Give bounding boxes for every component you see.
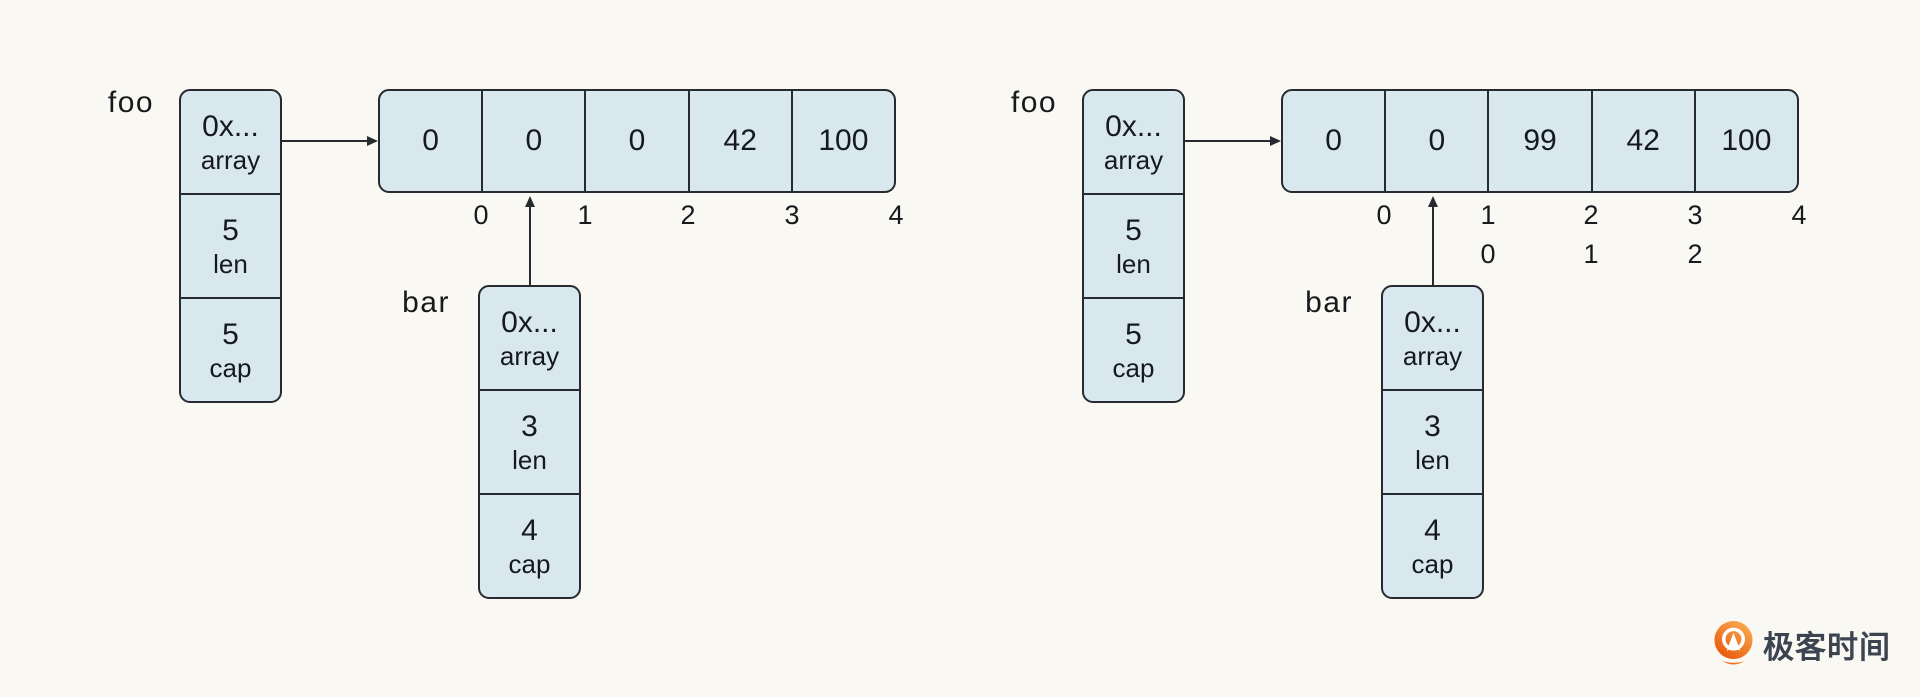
- array-index-label: 1: [1480, 200, 1496, 230]
- array-index-label: 3: [1687, 200, 1703, 230]
- foo-field-cap: 5 cap: [1084, 297, 1183, 401]
- array-index-label: 0: [473, 200, 489, 230]
- geektime-logo-icon: [1714, 621, 1753, 665]
- slice-index-label: 1: [1583, 239, 1599, 269]
- bar-slice-header: 0x... array 3 len 4 cap: [478, 285, 581, 599]
- array-index-label: 4: [888, 200, 904, 230]
- foo-array-pointer-label: array: [200, 144, 261, 175]
- slice-index-label: 0: [1480, 239, 1496, 269]
- bar-field-cap: 4 cap: [1383, 493, 1482, 597]
- foo-variable-label: foo: [107, 86, 155, 119]
- geektime-logo: 极客时间: [1713, 620, 1891, 668]
- backing-array: 0 0 0 42 100: [378, 89, 896, 193]
- bar-field-cap: 4 cap: [480, 493, 579, 597]
- foo-cap-value: 5: [1125, 317, 1142, 351]
- array-cell-3: 42: [687, 91, 791, 191]
- foo-field-cap: 5 cap: [181, 297, 280, 401]
- arrow-line: [1184, 140, 1272, 142]
- arrow-line: [529, 205, 531, 285]
- bar-len-label: len: [1415, 444, 1450, 475]
- foo-slice-header: 0x... array 5 len 5 cap: [1082, 89, 1185, 403]
- foo-cap-value: 5: [222, 317, 239, 351]
- foo-field-array: 0x... array: [1084, 91, 1183, 193]
- bar-array-pointer-label: array: [499, 340, 560, 371]
- geektime-logo-text: 极客时间: [1763, 629, 1891, 665]
- foo-field-len: 5 len: [181, 193, 280, 297]
- array-cell-1: 0: [1384, 91, 1487, 191]
- foo-cap-label: cap: [209, 352, 252, 383]
- foo-len-value: 5: [1125, 213, 1142, 247]
- array-cell-2: 0: [584, 91, 687, 191]
- bar-variable-label: bar: [402, 286, 450, 319]
- array-cell-4: 100: [790, 91, 894, 191]
- arrow-line: [281, 140, 369, 142]
- array-index-label: 2: [680, 200, 696, 230]
- bar-len-value: 3: [521, 409, 538, 443]
- foo-field-len: 5 len: [1084, 193, 1183, 297]
- bar-field-len: 3 len: [1383, 389, 1482, 493]
- bar-len-value: 3: [1424, 409, 1441, 443]
- array-cell-0: 0: [422, 124, 439, 157]
- diagram-after: foo 0x... array 5 len 5 cap 0 0 99 42: [903, 0, 1813, 697]
- array-cell-0: 0: [1325, 124, 1342, 157]
- bar-array-pointer-value: 0x...: [1404, 305, 1461, 339]
- bar-cap-label: cap: [1411, 548, 1454, 579]
- foo-len-label: len: [1116, 248, 1151, 279]
- bar-cap-value: 4: [521, 513, 538, 547]
- bar-cap-value: 4: [1424, 513, 1441, 547]
- bar-len-label: len: [512, 444, 547, 475]
- array-index-label: 1: [577, 200, 593, 230]
- array-index-label: 2: [1583, 200, 1599, 230]
- foo-len-label: len: [213, 248, 248, 279]
- array-index-label: 3: [784, 200, 800, 230]
- foo-variable-label: foo: [1010, 86, 1058, 119]
- bar-field-array: 0x... array: [1383, 287, 1482, 389]
- bar-slice-header: 0x... array 3 len 4 cap: [1381, 285, 1484, 599]
- bar-field-array: 0x... array: [480, 287, 579, 389]
- array-cell-1: 0: [481, 91, 584, 191]
- array-index-label: 0: [1376, 200, 1392, 230]
- backing-array: 0 0 99 42 100: [1281, 89, 1799, 193]
- foo-field-array: 0x... array: [181, 91, 280, 193]
- bar-cap-label: cap: [508, 548, 551, 579]
- bar-array-pointer-label: array: [1402, 340, 1463, 371]
- bar-array-pointer-value: 0x...: [501, 305, 558, 339]
- arrow-head-up-icon: [525, 196, 535, 207]
- arrow-head-up-icon: [1428, 196, 1438, 207]
- arrow-head-right-icon: [367, 136, 378, 146]
- array-cell-3: 42: [1590, 91, 1694, 191]
- array-cell-4: 100: [1693, 91, 1797, 191]
- foo-array-pointer-value: 0x...: [202, 109, 259, 143]
- foo-len-value: 5: [222, 213, 239, 247]
- array-cell-2: 99: [1487, 91, 1590, 191]
- slice-index-label: 2: [1687, 239, 1703, 269]
- foo-cap-label: cap: [1112, 352, 1155, 383]
- bar-field-len: 3 len: [480, 389, 579, 493]
- foo-array-pointer-value: 0x...: [1105, 109, 1162, 143]
- diagram-before: foo 0x... array 5 len 5 cap 0 0 0 42 1: [0, 0, 910, 697]
- arrow-line: [1432, 205, 1434, 285]
- foo-array-pointer-label: array: [1103, 144, 1164, 175]
- foo-slice-header: 0x... array 5 len 5 cap: [179, 89, 282, 403]
- array-index-label: 4: [1791, 200, 1807, 230]
- bar-variable-label: bar: [1305, 286, 1353, 319]
- arrow-head-right-icon: [1270, 136, 1281, 146]
